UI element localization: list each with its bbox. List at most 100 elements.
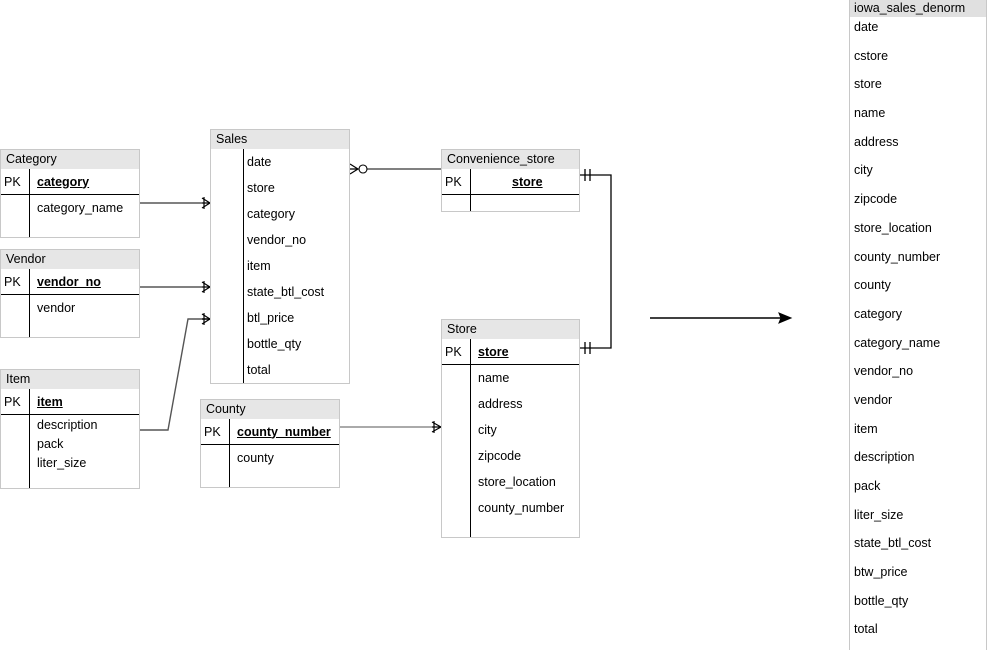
attribute-row[interactable]: category_name [1,195,139,221]
entity-title-sales: Sales [211,130,349,149]
entity-county[interactable]: County PK county_number county [200,399,340,488]
attribute-row[interactable]: county [201,445,339,471]
er-diagram-canvas[interactable]: Category PK category category_name Vendo… [0,0,849,650]
attribute-name: store [478,344,509,359]
attribute-row[interactable]: PK vendor_no [1,269,139,295]
entity-title-vendor: Vendor [1,250,139,269]
denorm-column-item[interactable]: store_location [854,220,932,235]
attribute-name: zipcode [478,449,522,463]
attribute-row[interactable]: item [211,253,349,279]
denorm-column-item[interactable]: county_number [854,249,941,264]
entity-vendor[interactable]: Vendor PK vendor_no vendor [0,249,140,338]
key-marker: PK [445,174,462,189]
denorm-column-item[interactable]: description [854,450,915,465]
attribute-name: bottle_qty [247,337,302,351]
attribute-name: city [478,423,497,437]
entity-convenience-store[interactable]: Convenience_store PK store [441,149,580,212]
denorm-column-item[interactable]: address [854,134,899,149]
denorm-column-item[interactable]: total [854,622,878,637]
denorm-column-item[interactable]: bottle_qty [854,593,909,608]
denorm-column-item[interactable]: name [854,106,886,121]
entity-title-store: Store [442,320,579,339]
attribute-name: vendor_no [37,274,101,289]
attribute-name: item [247,259,271,273]
denormalization-arrow [650,312,793,324]
attribute-row[interactable]: city [442,417,579,443]
attribute-row-empty [442,195,579,211]
entity-store[interactable]: Store PK store name address city zipcode [441,319,580,538]
attribute-name: address [478,397,523,411]
denorm-column-item[interactable]: btw_price [854,565,908,580]
denorm-column-item[interactable]: category_name [854,335,941,350]
entity-category[interactable]: Category PK category category_name [0,149,140,238]
attribute-row[interactable]: store [211,175,349,201]
denorm-column-item[interactable]: category [854,306,902,321]
entity-sales[interactable]: Sales date store category vendor_no item [210,129,350,384]
attribute-name: total [247,363,271,377]
entity-title-category: Category [1,150,139,169]
attribute-name: store_location [478,475,556,489]
denorm-column-item[interactable]: item [854,421,878,436]
attribute-name: item [37,394,63,409]
attribute-name: btl_price [247,311,295,325]
attribute-name: category_name [37,201,124,215]
denorm-column-item[interactable]: state_btl_cost [854,536,932,551]
attribute-name: category [247,207,295,221]
attribute-name: vendor [37,301,76,315]
attribute-row[interactable]: PK item [1,389,139,415]
denorm-column-item[interactable]: date [854,20,879,34]
denorm-column-item[interactable]: vendor_no [854,364,914,379]
attribute-name: date [247,155,272,169]
entity-item[interactable]: Item PK item description pack liter_size [0,369,140,489]
attribute-row[interactable]: total [211,357,349,383]
connector-convenience-store-store [580,169,612,354]
attribute-row[interactable]: address [442,391,579,417]
entity-body-item: PK item description pack liter_size [1,389,139,488]
entity-body-sales: date store category vendor_no item state… [211,149,349,383]
entity-body-county: PK county_number county [201,419,339,487]
denorm-column-item[interactable]: store [854,77,882,92]
attribute-row[interactable]: PK category [1,169,139,195]
denormalized-table-panel[interactable]: iowa_sales_denorm date cstore store name add… [849,0,987,650]
attribute-row-empty [201,471,339,487]
denorm-column-item[interactable]: city [854,163,873,178]
attribute-name: store [247,181,275,195]
attribute-name: store [512,174,543,189]
attribute-row[interactable]: county_number [442,495,579,521]
attribute-row-empty [442,521,579,537]
entity-body-category: PK category category_name [1,169,139,237]
attribute-row[interactable]: name [442,365,579,391]
attribute-row[interactable]: pack [1,434,139,453]
connector-county-store [340,421,442,433]
attribute-row[interactable]: store_location [442,469,579,495]
denorm-column-item[interactable]: county [854,278,891,293]
attribute-row[interactable]: zipcode [442,443,579,469]
denorm-column-list[interactable]: date cstore store name address city zipcode sto… [850,17,986,648]
attribute-row[interactable]: description [1,415,139,434]
attribute-row[interactable]: category [211,201,349,227]
attribute-row[interactable]: liter_size [1,453,139,472]
denorm-column-item[interactable]: liter_size [854,507,904,522]
attribute-row[interactable]: PK county_number [201,419,339,445]
denorm-column-item[interactable]: vendor [854,392,893,407]
attribute-row[interactable]: state_btl_cost [211,279,349,305]
entity-body-store: PK store name address city zipcode st [442,339,579,537]
attribute-row-empty [1,472,139,488]
attribute-name: pack [37,436,64,451]
attribute-row-empty [1,221,139,237]
connector-sales-convenience-store [349,163,441,175]
attribute-row[interactable]: date [211,149,349,175]
attribute-name: description [37,417,98,432]
attribute-row[interactable]: PK store [442,339,579,365]
attribute-row[interactable]: PK store [442,169,579,195]
key-marker: PK [204,424,221,439]
attribute-row[interactable]: bottle_qty [211,331,349,357]
denorm-column-item[interactable]: cstore [854,48,889,63]
connector-vendor-sales [140,281,211,293]
attribute-row[interactable]: vendor_no [211,227,349,253]
denorm-column-item[interactable]: pack [854,479,881,493]
attribute-row[interactable]: btl_price [211,305,349,331]
denorm-table-title: iowa_sales_denorm [850,0,986,17]
denorm-column-item[interactable]: zipcode [854,192,898,207]
attribute-row[interactable]: vendor [1,295,139,321]
